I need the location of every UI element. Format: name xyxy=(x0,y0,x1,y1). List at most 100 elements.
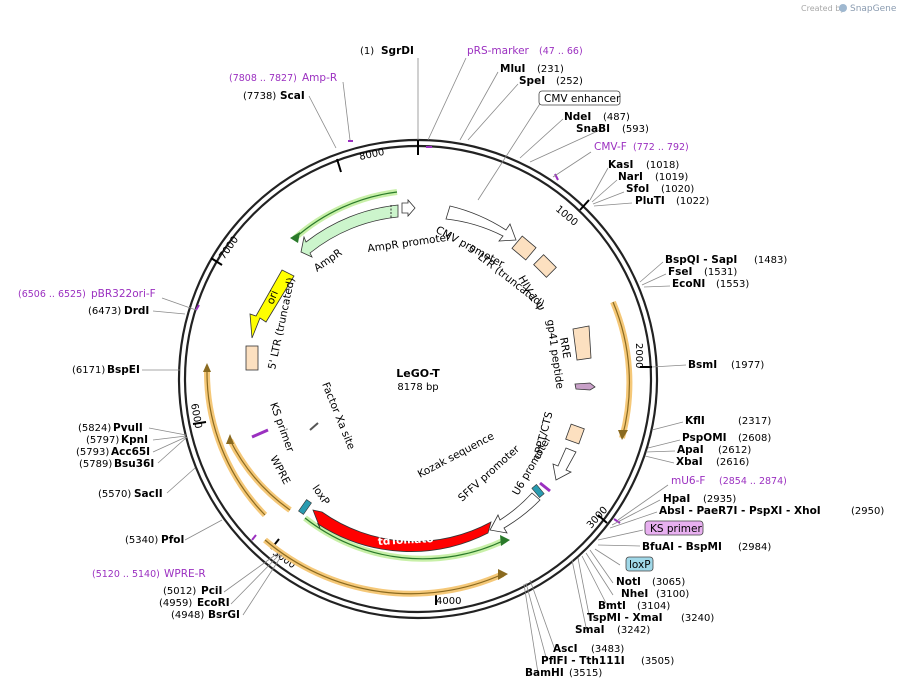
site-pluti-pos: (1022) xyxy=(676,196,709,207)
site-bfuai-bspmi-pos: (2984) xyxy=(738,542,771,553)
site-snabi: SnaBI xyxy=(576,123,610,135)
orf-arrow-head xyxy=(203,363,211,372)
orf-ring-green xyxy=(304,517,506,560)
primer-mu6-f: mU6-F xyxy=(671,475,705,487)
ltr-left-feature xyxy=(245,345,259,371)
site-sgrdi: SgrDI xyxy=(381,45,414,57)
site-spei: SpeI xyxy=(519,75,545,87)
sffv-promoter-feature xyxy=(489,492,541,534)
loxp-right-feature xyxy=(531,484,545,498)
site-apai-pos: (2612) xyxy=(718,445,751,456)
site-kfli: KflI xyxy=(685,415,705,427)
tick-label-6000: 6000 xyxy=(188,403,203,430)
feature-label-rre: RRE xyxy=(557,336,573,359)
feature-label-loxp: loxP xyxy=(310,483,332,508)
primer-prs-marker: pRS-marker xyxy=(467,45,530,57)
site-ndei-pos: (487) xyxy=(603,112,630,123)
site-kfli-pos: (2317) xyxy=(738,416,771,427)
site-kpni: KpnI xyxy=(121,434,148,446)
site-bsu36i-pos: (5789) xyxy=(79,459,112,470)
feature-label-ks-primer: KS primer xyxy=(267,401,296,454)
site-pcii-pos: (5012) xyxy=(163,586,196,597)
orf-arrow-head xyxy=(290,232,300,243)
primer-wpre-r: WPRE-R xyxy=(164,568,206,580)
site-drdi-pos: (6473) xyxy=(88,306,121,317)
site-sacii: SacII xyxy=(134,488,163,500)
site-nari-pos: (1019) xyxy=(655,172,688,183)
mu6-primer-mark xyxy=(539,481,551,493)
site-bsmi: BsmI xyxy=(688,359,717,371)
ks-primer-mark xyxy=(251,428,269,439)
site-bamhi: BamHI xyxy=(525,667,564,679)
site-bspqi-sapi: BspQI - SapI xyxy=(665,254,737,266)
tick-label-2000: 2000 xyxy=(633,343,644,368)
site-econi: EcoNI xyxy=(672,278,705,290)
ori-feature xyxy=(249,269,295,339)
tick-label-7000: 7000 xyxy=(217,235,241,262)
site-bsmi-pos: (1977) xyxy=(731,360,764,371)
site-econi-pos: (1553) xyxy=(716,279,749,290)
site-bspqi-sapi-pos: (1483) xyxy=(754,255,787,266)
site-acc65i-pos: (5793) xyxy=(76,447,109,458)
plasmid-size: 8178 bp xyxy=(397,382,438,393)
site-acc65i: Acc65I xyxy=(111,446,150,458)
site-bmti-pos: (3104) xyxy=(637,601,670,612)
site-sfoi-pos: (1020) xyxy=(661,184,694,195)
ticks xyxy=(192,140,652,605)
primer-pbr322ori-f: pBR322ori-F xyxy=(91,288,156,300)
orf-rings xyxy=(203,300,633,597)
site-hpai-pos: (2935) xyxy=(703,494,736,505)
orf-arrow-head xyxy=(500,535,510,546)
site-smai: SmaI xyxy=(575,624,605,636)
site-bfuai-bspmi: BfuAI - BspMI xyxy=(642,541,722,553)
site-bsu36i: Bsu36I xyxy=(114,458,154,470)
orf-arrow-head xyxy=(618,430,628,440)
site-spei-pos: (252) xyxy=(556,76,583,87)
site-apai: ApaI xyxy=(677,444,704,456)
site-xbai-pos: (2616) xyxy=(716,457,749,468)
site-asci: AscI xyxy=(553,643,578,655)
site-pflfi-tth111i: PflFI - Tth111I xyxy=(541,655,625,667)
site-kpni-pos: (5797) xyxy=(86,435,119,446)
factor-xa-mark xyxy=(309,422,319,431)
site-sacii-pos: (5570) xyxy=(98,489,131,500)
snapgene-logo-icon xyxy=(839,4,847,12)
ks-primer-box xyxy=(644,520,704,536)
orf-arrow-head xyxy=(498,569,508,580)
site-absi-xhoi: AbsI - PaeR7I - PspXI - XhoI xyxy=(659,505,821,517)
tdtomato-feature xyxy=(312,509,492,552)
feature-label-wpre: WPRE xyxy=(267,454,292,487)
site-ndei: NdeI xyxy=(564,111,591,123)
site-pluti: PluTI xyxy=(635,195,665,207)
tick-label-4000: 4000 xyxy=(436,596,461,607)
site-bsrgi-pos: (4948) xyxy=(171,610,204,621)
site-kasi: KasI xyxy=(608,159,633,171)
site-asci-pos: (3483) xyxy=(591,644,624,655)
primer-amp-r: Amp-R xyxy=(302,72,337,84)
primer-prs-marker-pos: (47 .. 66) xyxy=(539,46,583,57)
orf-arrow-head xyxy=(226,434,234,444)
loxp-box xyxy=(625,556,654,572)
cmv-promoter-feature xyxy=(445,205,517,242)
ltr-right-feature xyxy=(511,235,537,261)
hiv-psi-feature xyxy=(533,254,557,278)
loxp-box-label: loxP xyxy=(629,559,651,571)
site-pspomi-pos: (2608) xyxy=(738,433,771,444)
loxp-left-feature xyxy=(298,499,312,515)
site-smai-pos: (3242) xyxy=(617,625,650,636)
site-bmti: BmtI xyxy=(598,600,626,612)
site-pfoi: PfoI xyxy=(161,534,184,546)
primer-wpre-r-pos: (5120 .. 5140) xyxy=(92,569,160,580)
site-scai: ScaI xyxy=(280,90,305,102)
primer-cmv-f: CMV-F xyxy=(594,141,627,153)
site-pvuii-pos: (5824) xyxy=(78,423,111,434)
orf-ring-green xyxy=(294,191,398,239)
site-tspmi-xmai-pos: (3240) xyxy=(681,613,714,624)
site-bspei-pos: (6171) xyxy=(72,365,105,376)
cmv-enhancer-box xyxy=(538,90,621,106)
site-ecori: EcoRI xyxy=(197,597,230,609)
leader-lines xyxy=(142,57,687,674)
site-ecori-pos: (4959) xyxy=(159,598,192,609)
site-drdi: DrdI xyxy=(124,305,149,317)
